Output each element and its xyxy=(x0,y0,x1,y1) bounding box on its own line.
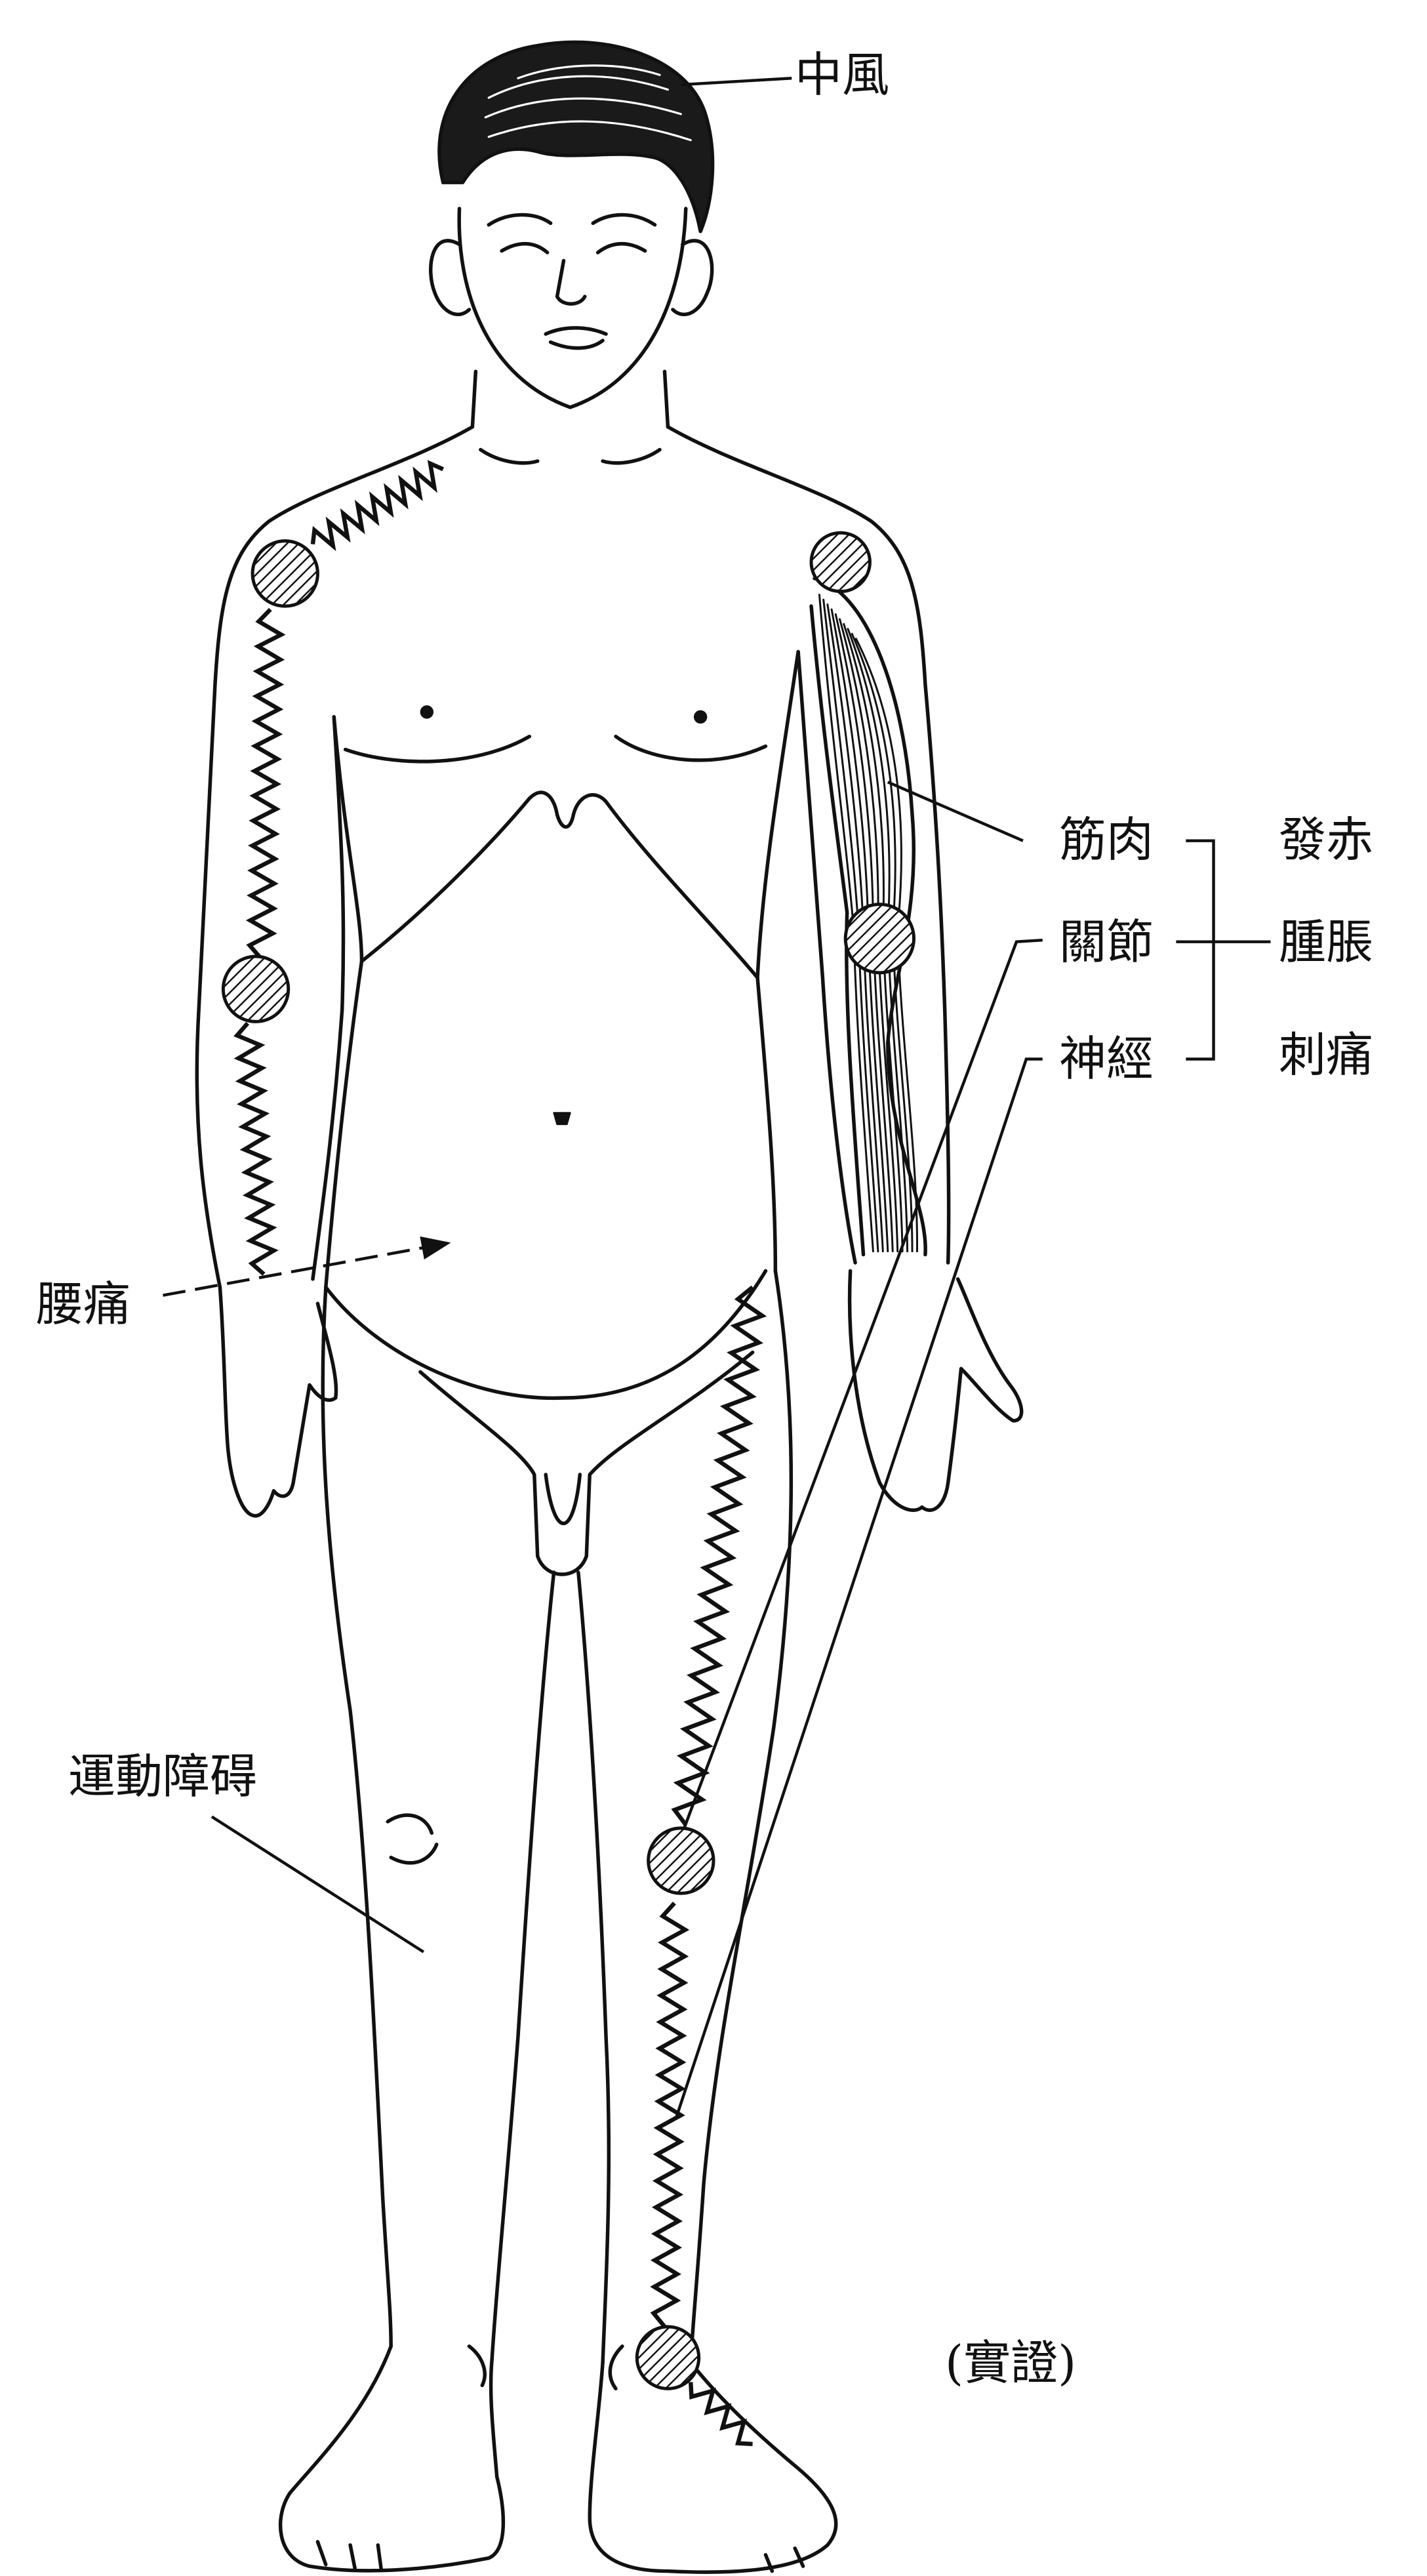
left-ear xyxy=(429,239,472,316)
label-nerve: 神經 xyxy=(1059,1031,1154,1086)
rib-cage-line xyxy=(359,790,759,980)
mouth xyxy=(544,326,608,350)
label-swelling: 腫脹 xyxy=(1279,914,1374,970)
leader-stroke xyxy=(681,76,792,87)
left-leg-inner xyxy=(490,1570,556,2361)
hatched-circle-icon xyxy=(843,903,916,975)
label-joint: 關節 xyxy=(1059,914,1154,970)
nose xyxy=(555,258,587,306)
collarbones xyxy=(479,447,662,465)
zigzag-line-icon xyxy=(671,1285,767,1826)
low-back-pain-arrow xyxy=(163,1236,451,1297)
left-eyebrow xyxy=(487,213,553,227)
leader-lines xyxy=(163,76,1271,2119)
hatched-circle-icon xyxy=(809,531,872,594)
left-nipple xyxy=(420,705,434,719)
right-nipple xyxy=(693,710,708,724)
leader-nerve xyxy=(674,1057,1043,2119)
navel xyxy=(553,1112,571,1126)
left-arm-outer xyxy=(195,425,475,1289)
label-muscle: 筋肉 xyxy=(1059,812,1154,867)
hair xyxy=(437,40,715,234)
zigzag-line-icon xyxy=(245,607,286,960)
label-stabbing-pain: 刺痛 xyxy=(1279,1027,1374,1082)
zigzag-line-icon xyxy=(310,460,444,552)
leader-muscle xyxy=(887,781,1024,842)
torso-left-side xyxy=(324,715,364,1289)
torso-right-side xyxy=(755,649,800,1273)
underwear xyxy=(418,1350,755,1576)
right-hand xyxy=(847,1269,1024,1512)
hatched-circle-icon xyxy=(221,954,291,1023)
face xyxy=(457,207,688,409)
right-arm-inner xyxy=(796,649,857,1265)
left-hand xyxy=(218,1285,338,1518)
leader-movement-disorder xyxy=(211,1815,425,1953)
symptom-bracket xyxy=(1176,839,1271,1061)
label-low-back-pain: 腰痛 xyxy=(36,1277,131,1332)
leader-joint xyxy=(683,938,1043,1829)
right-ankle-bone xyxy=(608,2344,624,2391)
right-ear xyxy=(671,239,714,316)
label-movement-disorder: 運動障碍 xyxy=(68,1749,258,1804)
left-arm-inner xyxy=(311,715,346,1281)
right-eyebrow xyxy=(591,213,657,227)
zigzag-line-icon xyxy=(689,2382,753,2447)
chest-lines xyxy=(343,734,768,764)
left-eye xyxy=(500,241,550,255)
neck xyxy=(470,369,670,429)
right-leg-outer xyxy=(689,1269,794,2365)
left-leg-outer xyxy=(321,1285,393,2348)
label-redness: 發赤 xyxy=(1279,812,1374,867)
body-outline xyxy=(195,40,1024,2574)
hatched-circle-icon xyxy=(251,539,319,608)
right-leg-inner xyxy=(576,1570,611,2365)
abdomen-line xyxy=(324,1269,768,1400)
right-eye xyxy=(595,241,647,255)
zigzag-line-icon xyxy=(650,1902,690,2329)
left-knee-marks xyxy=(386,1813,439,1865)
hair-texture xyxy=(484,64,692,142)
zigzag-line-icon xyxy=(233,1021,279,1276)
right-arm-outer xyxy=(666,425,951,1265)
joint-markers xyxy=(221,531,916,2390)
label-stroke: 中風 xyxy=(795,47,890,102)
figure-caption: (實證) xyxy=(945,2335,1077,2390)
left-foot xyxy=(278,2344,506,2573)
left-ankle-bone xyxy=(467,2344,487,2388)
right-foot xyxy=(588,2360,838,2574)
hatched-circle-icon xyxy=(635,2325,701,2390)
pain-pathways xyxy=(233,460,767,2447)
hatched-circle-icon xyxy=(647,1826,715,1895)
